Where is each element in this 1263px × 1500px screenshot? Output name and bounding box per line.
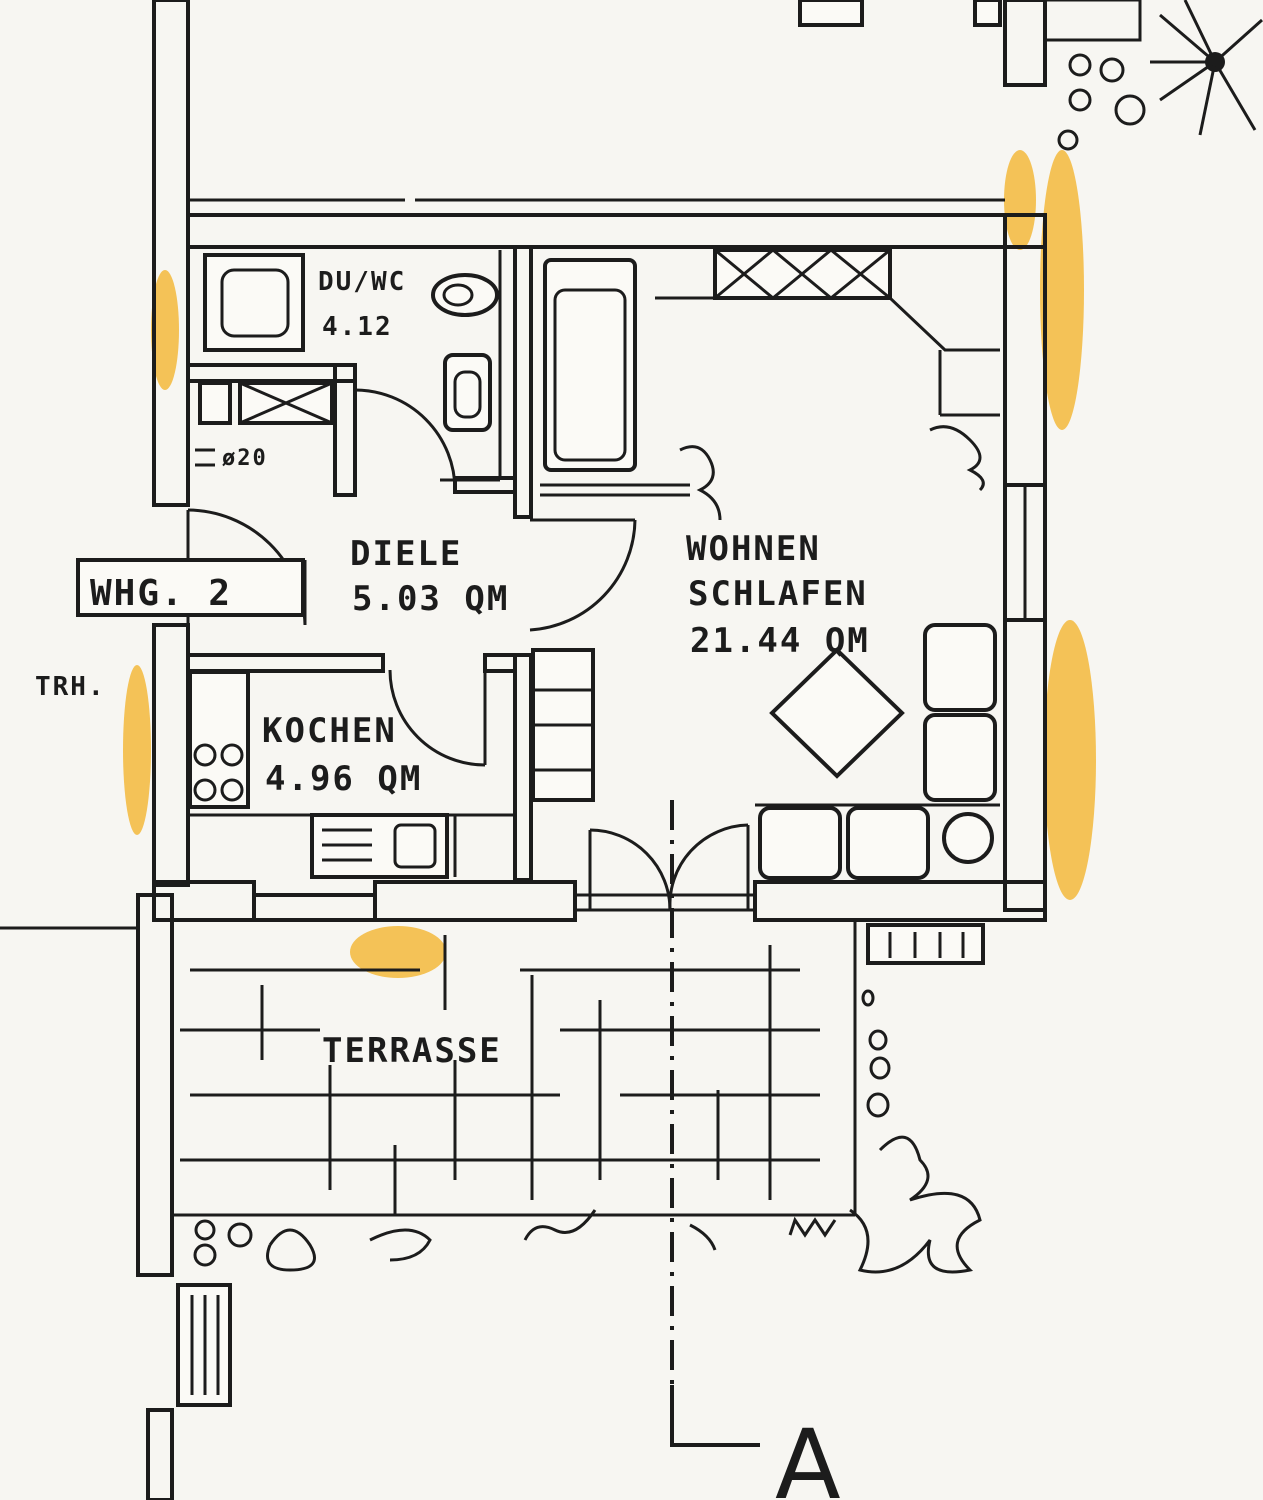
section-line bbox=[670, 800, 760, 1447]
stairwell-label: TRH. bbox=[35, 672, 106, 702]
chimney-label: ø20 bbox=[222, 446, 268, 471]
door-terrace-right bbox=[668, 823, 749, 911]
living-name-line1: WOHNEN bbox=[686, 529, 821, 569]
doors bbox=[186, 388, 750, 911]
shaft bbox=[198, 381, 232, 425]
unit-label: WHG. 2 bbox=[90, 573, 232, 614]
terrace-paving bbox=[172, 920, 985, 1407]
stove-icon bbox=[193, 743, 217, 767]
living-area: 21.44 QM bbox=[690, 621, 870, 661]
highlighter-marks bbox=[123, 150, 1096, 978]
kitchen-fixtures bbox=[188, 670, 515, 879]
grate bbox=[866, 923, 985, 965]
bath-area: 4.12 bbox=[322, 312, 393, 342]
bathtub-icon bbox=[543, 258, 637, 472]
door-living bbox=[529, 519, 637, 632]
door-kitchen bbox=[388, 669, 486, 767]
garden-decoration bbox=[193, 0, 1263, 1274]
kitchen-name: KOCHEN bbox=[262, 711, 397, 751]
door-terrace-left bbox=[589, 828, 672, 911]
living-name-line2: SCHLAFEN bbox=[688, 574, 868, 614]
unit-label-box bbox=[76, 558, 305, 617]
bath-name: DU/WC bbox=[318, 267, 406, 297]
kitchen-area: 4.96 QM bbox=[265, 759, 422, 799]
bathroom-fixtures bbox=[195, 250, 502, 482]
walls bbox=[0, 0, 1047, 1500]
terrace-name: TERRASSE bbox=[322, 1031, 502, 1071]
counter bbox=[188, 670, 250, 809]
upper-room bbox=[188, 0, 1142, 202]
toilet-icon bbox=[431, 273, 499, 317]
table-icon bbox=[769, 647, 905, 779]
hall-name: DIELE bbox=[350, 534, 462, 574]
sofa-icon bbox=[758, 806, 842, 880]
living-furniture bbox=[531, 248, 1000, 880]
armchair-icon bbox=[923, 623, 997, 712]
sink-icon bbox=[443, 353, 492, 432]
plant-icon bbox=[942, 812, 994, 864]
section-marker: A bbox=[775, 1409, 841, 1500]
door-bath bbox=[354, 388, 457, 491]
hall-area: 5.03 QM bbox=[352, 579, 509, 619]
